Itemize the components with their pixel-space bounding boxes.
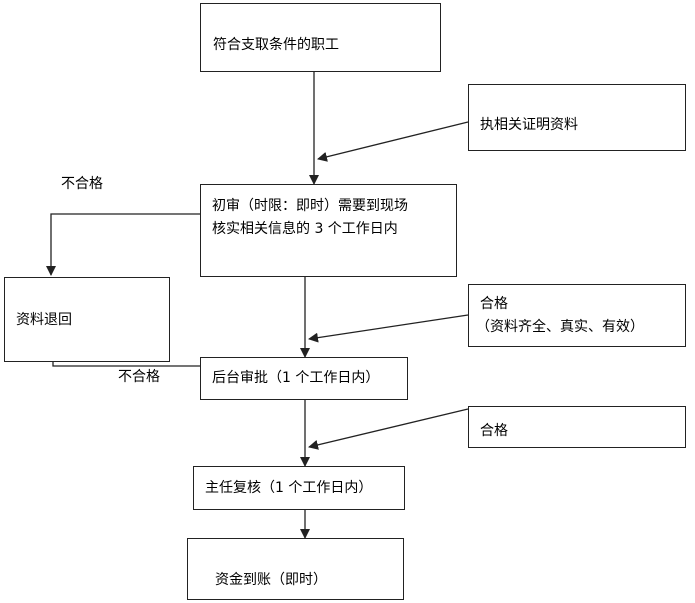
first-review-box: 初审（时限：即时）需要到现场 核实相关信息的 3 个工作日内 [200,184,457,277]
qualified-1-line1: 合格 [480,296,508,312]
returned-box: 资料退回 [4,277,170,362]
qualified-2-box: 合格 [468,406,686,448]
eligible-staff-box: 符合支取条件的职工 [200,3,441,72]
arrow-qualified2-to-flow [308,408,469,450]
qualified-2-label: 合格 [480,423,508,439]
documents-box: 执相关证明资料 [468,84,686,151]
arrow-documents-to-flow [317,121,469,162]
backend-approval-box: 后台审批（1 个工作日内） [200,357,408,400]
director-review-box: 主任复核（1 个工作日内） [193,466,405,510]
arrow-first-review-to-returned [46,213,200,276]
eligible-staff-label: 符合支取条件的职工 [213,37,339,53]
arrow-qualified1-to-flow [308,314,469,343]
documents-label: 执相关证明资料 [480,117,578,133]
fail-label-1: 不合格 [61,176,103,192]
qualified-1-line2: （资料齐全、真实、有效） [476,319,644,335]
funds-received-box: 资金到账（即时） [187,538,404,600]
first-review-line1: 初审（时限：即时）需要到现场 [212,198,408,214]
returned-label: 资料退回 [16,312,72,328]
backend-approval-label: 后台审批（1 个工作日内） [212,370,380,386]
qualified-1-box: 合格 （资料齐全、真实、有效） [468,284,686,347]
first-review-line2: 核实相关信息的 3 个工作日内 [212,221,398,237]
funds-received-label: 资金到账（即时） [215,572,327,588]
director-review-label: 主任复核（1 个工作日内） [205,480,373,496]
fail-label-2: 不合格 [118,369,160,385]
